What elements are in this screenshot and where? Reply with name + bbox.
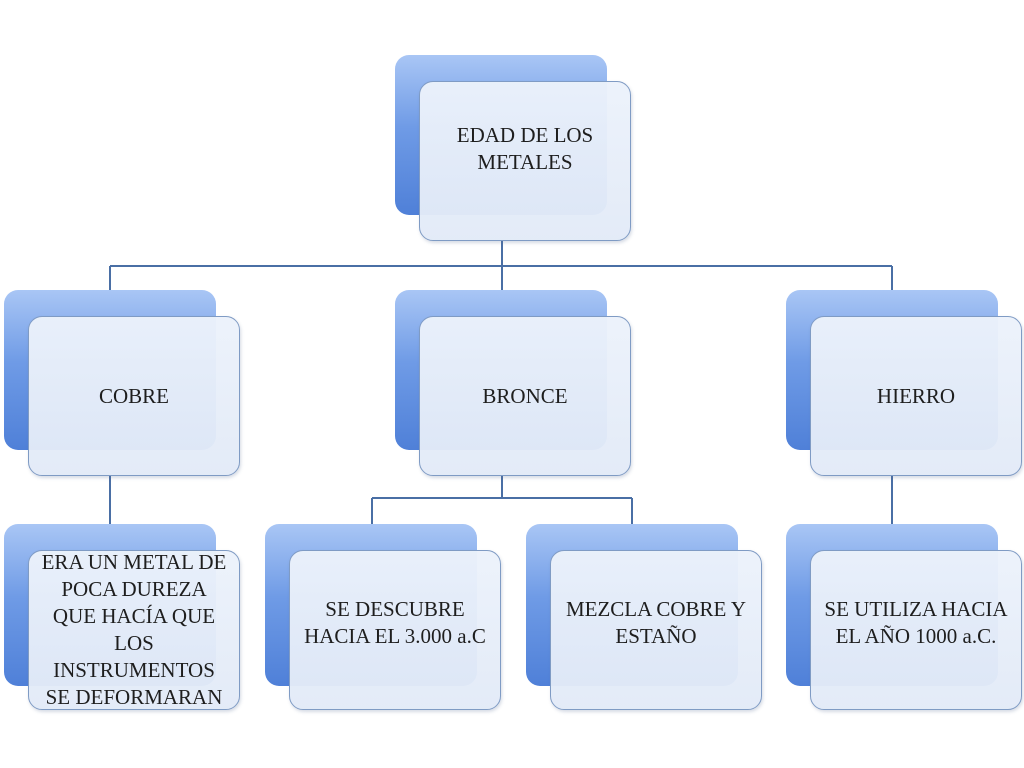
node-label-hierro-detail: SE UTILIZA HACIA EL AÑO 1000 a.C. [810, 550, 1022, 710]
node-label-bronce-detail-1: SE DESCUBRE HACIA EL 3.000 a.C [289, 550, 501, 710]
node-label-bronce-detail-2: MEZCLA COBRE Y ESTAÑO [550, 550, 762, 710]
node-label-cobre-detail: ERA UN METAL DE POCA DUREZA QUE HACÍA QU… [28, 550, 240, 710]
node-label-cobre: COBRE [28, 316, 240, 476]
node-label-root: EDAD DE LOS METALES [419, 81, 631, 241]
node-label-hierro: HIERRO [810, 316, 1022, 476]
node-label-bronce: BRONCE [419, 316, 631, 476]
